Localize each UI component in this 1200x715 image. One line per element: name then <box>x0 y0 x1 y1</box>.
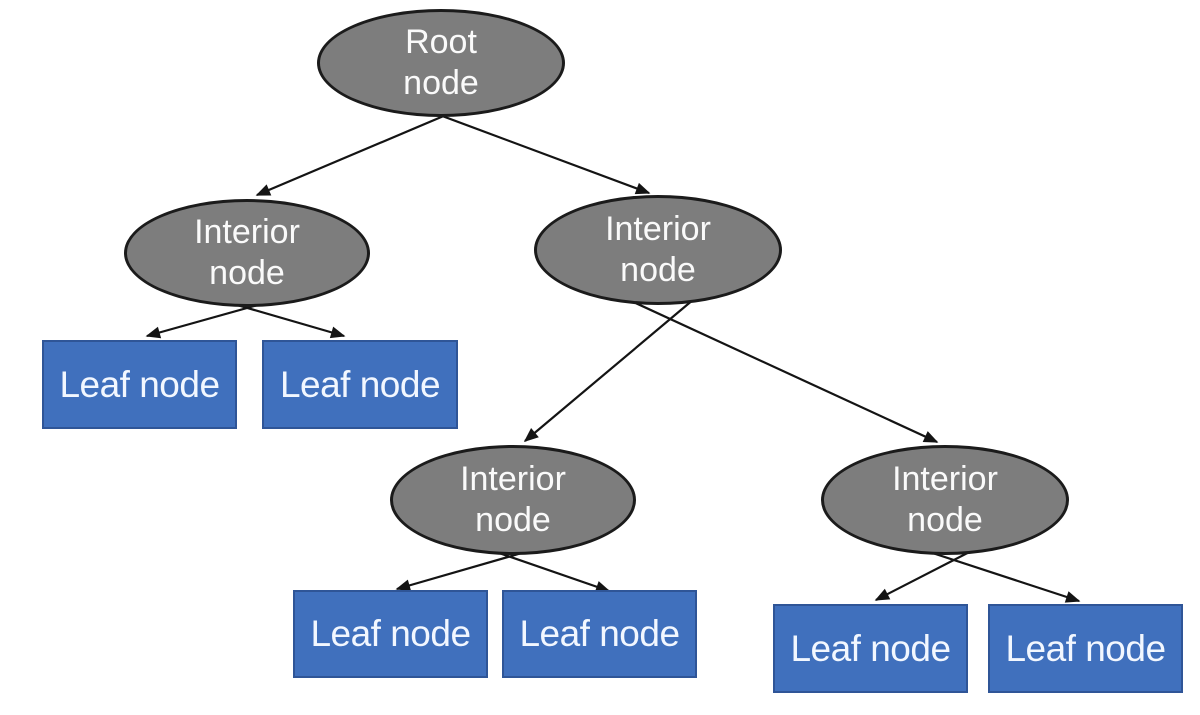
interior-node-right: Interior node <box>534 195 782 305</box>
edge-root-to-interior-left <box>255 102 473 197</box>
interior-node-left: Interior node <box>124 199 370 307</box>
interior-node-far-right: Interior node <box>821 445 1069 555</box>
leaf-node-left-2-label: Leaf node <box>279 363 441 405</box>
leaf-node-mid-2-label: Leaf node <box>519 613 680 654</box>
interior-node-far-right-label: Interior node <box>892 459 998 539</box>
interior-node-left-label: Interior node <box>194 212 300 292</box>
leaf-node-mid-1-label: Leaf node <box>310 613 471 654</box>
edge-interior-right-to-interior-mid <box>523 293 701 442</box>
leaf-node-mid-2: Leaf node <box>502 590 697 678</box>
interior-node-mid-label: Interior node <box>460 459 566 539</box>
leaf-node-right-2-label: Leaf node <box>1005 627 1166 669</box>
root-node: Root node <box>317 9 565 117</box>
leaf-node-right-1-label: Leaf node <box>790 627 951 669</box>
leaf-node-left-1-label: Leaf node <box>59 363 220 405</box>
root-node-label: Root node <box>403 22 479 102</box>
interior-node-right-label: Interior node <box>605 209 711 289</box>
leaf-node-left-2: Leaf node <box>262 340 458 429</box>
leaf-node-left-1: Leaf node <box>42 340 237 429</box>
leaf-node-right-2: Leaf node <box>988 604 1183 693</box>
leaf-node-mid-1: Leaf node <box>293 590 488 678</box>
leaf-node-right-1: Leaf node <box>773 604 968 693</box>
edge-interior-right-to-interior-far <box>615 293 939 443</box>
edge-root-to-interior-right <box>409 102 651 195</box>
interior-node-mid: Interior node <box>390 445 636 555</box>
